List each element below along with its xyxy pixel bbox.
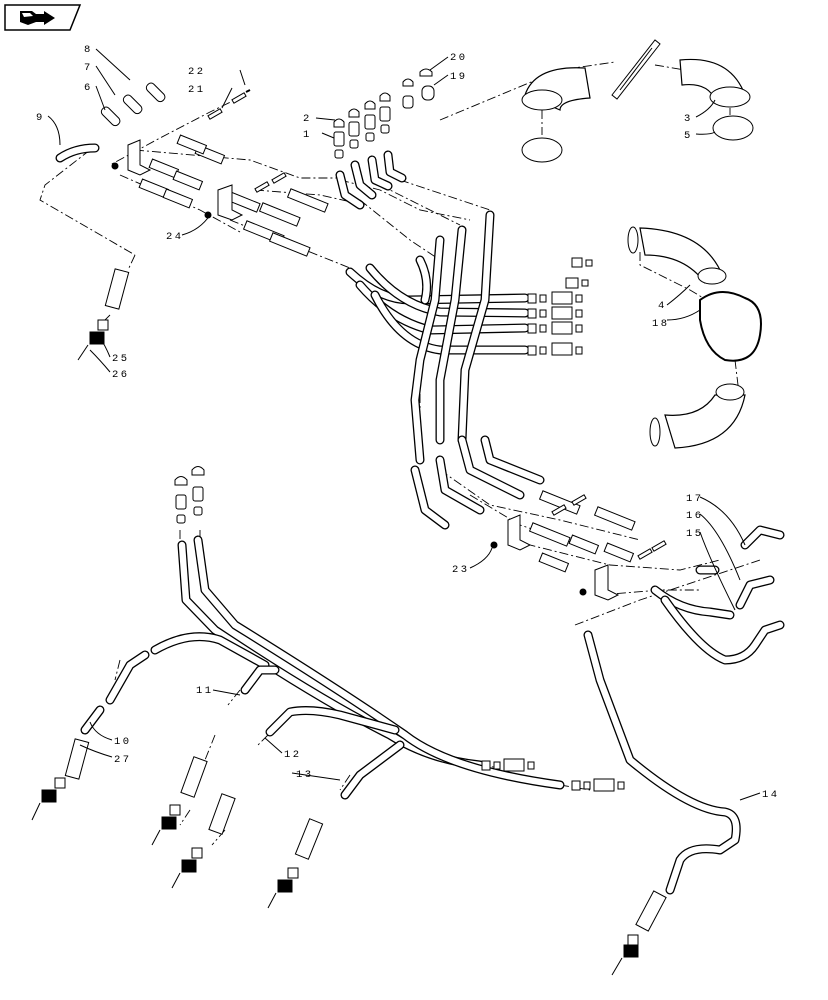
callout-15: 15 bbox=[686, 528, 704, 540]
callout-12: 12 bbox=[284, 749, 302, 761]
callout-4: 4 bbox=[658, 300, 667, 312]
callout-leaders bbox=[47, 48, 761, 801]
callout-27: 27 bbox=[114, 754, 132, 766]
callout-10: 10 bbox=[114, 736, 132, 748]
callout-3: 3 bbox=[684, 113, 693, 125]
callout-26: 26 bbox=[112, 369, 130, 381]
callout-8: 8 bbox=[84, 44, 93, 56]
hose-elbow-9 bbox=[55, 143, 100, 163]
hose-end-fittings-right bbox=[527, 257, 593, 356]
callout-14: 14 bbox=[762, 789, 780, 801]
callout-7: 7 bbox=[84, 62, 93, 74]
elbow-pipe-3 bbox=[521, 39, 754, 163]
callout-5: 5 bbox=[684, 130, 693, 142]
fitting-column-top bbox=[333, 68, 435, 159]
callout-17: 17 bbox=[686, 493, 704, 505]
callout-18: 18 bbox=[652, 318, 670, 330]
upper-hose-bundle bbox=[335, 150, 407, 210]
protective-sleeves bbox=[100, 82, 166, 127]
callout-9: 9 bbox=[36, 112, 45, 124]
callout-2: 2 bbox=[303, 113, 312, 125]
callout-23: 23 bbox=[452, 564, 470, 576]
callout-1: 1 bbox=[303, 129, 312, 141]
pins-21-22 bbox=[207, 89, 287, 193]
sleeves-and-couplers bbox=[31, 268, 324, 909]
callout-20: 20 bbox=[450, 52, 468, 64]
bracket-pads-lower bbox=[490, 490, 667, 601]
callout-11: 11 bbox=[196, 685, 214, 697]
callout-25: 25 bbox=[112, 353, 130, 365]
fitting-column-left bbox=[174, 466, 205, 524]
next-page-arrow-icon bbox=[20, 11, 55, 25]
callout-24: 24 bbox=[166, 231, 184, 243]
callout-labels: 1 2 3 4 5 6 7 8 9 10 11 12 13 14 15 16 1… bbox=[36, 44, 780, 801]
callout-21: 21 bbox=[188, 84, 206, 96]
bracket-upper-left bbox=[111, 139, 244, 221]
lower-hose-end-fittings bbox=[481, 758, 625, 792]
next-page-button[interactable] bbox=[4, 4, 82, 31]
callout-22: 22 bbox=[188, 66, 206, 78]
callout-6: 6 bbox=[84, 82, 93, 94]
central-hose-routes bbox=[345, 210, 545, 530]
callout-16: 16 bbox=[686, 510, 704, 522]
hose-14 bbox=[583, 630, 741, 976]
bracket-pads-upper bbox=[138, 134, 329, 257]
hoses-15-16-17 bbox=[650, 525, 785, 665]
callout-13: 13 bbox=[296, 769, 314, 781]
lower-left-hose-bundle bbox=[80, 535, 565, 800]
elbow-pipe-4 bbox=[627, 226, 762, 449]
callout-19: 19 bbox=[450, 71, 468, 83]
